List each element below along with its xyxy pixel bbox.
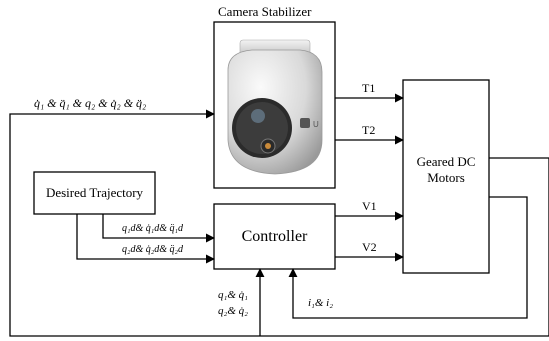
desired-line-2: [76, 214, 215, 264]
camera-image: U: [227, 39, 323, 175]
camera-stabilizer-title: Camera Stabilizer: [218, 4, 312, 19]
label-state-2: q₂& q̇₂: [218, 305, 248, 317]
label-desired-2: q₂d& q̇₂d& q̈₂d: [122, 244, 183, 255]
label-v2: V2: [362, 240, 377, 254]
label-state-1: q₁& q̇₁: [218, 289, 248, 301]
label-desired-1: q₁d& q̇₁d& q̈₁d: [122, 223, 183, 234]
geared-dc-motors-box: [402, 79, 490, 274]
label-v1: V1: [362, 199, 377, 213]
desired-trajectory-label: Desired Trajectory: [34, 172, 155, 214]
desired-trajectory-box: [33, 171, 156, 215]
current-feedback-line: [288, 196, 528, 319]
desired-line-1: [102, 214, 215, 243]
label-currents: i₁& i₂: [308, 297, 334, 309]
desired-trajectory-text: Desired Trajectory: [45, 185, 144, 200]
controller-text: Controller: [241, 227, 308, 245]
label-t1: T1: [362, 81, 376, 95]
camera-logo-text: U: [313, 120, 319, 129]
label-top-feedback: q̇₁ & q̈₁ & q₂ & q̇₂ & q̈₂: [34, 96, 147, 110]
controller-label: Controller: [214, 204, 335, 269]
geared-dc-motors-label: Geared DC Motors: [403, 150, 489, 190]
label-t2: T2: [362, 123, 376, 137]
geared-dc-motors-text: Geared DC Motors: [416, 154, 476, 185]
outer-feedback-loop: [9, 109, 549, 337]
controller-box: [213, 203, 336, 270]
